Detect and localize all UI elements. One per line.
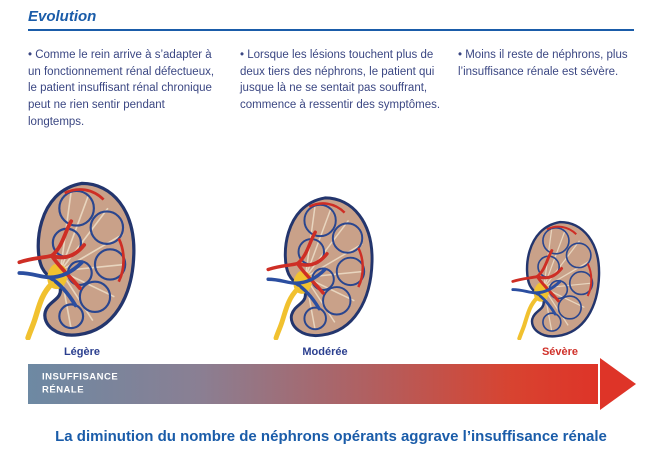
stage-label-mild: Légère	[63, 346, 101, 358]
info-text-1: • Comme le rein arrive à s’adapter à un …	[28, 49, 215, 128]
stage-label-moderate: Modérée	[302, 346, 348, 358]
stage-label-severe: Sévère	[541, 346, 579, 358]
arrow-head-icon	[600, 358, 636, 410]
arrow-label-line2: RÉNALE	[42, 385, 85, 396]
kidney-illustration-mild	[17, 178, 147, 340]
kidney-illustration-severe	[511, 218, 609, 340]
info-column-1: • Comme le rein arrive à s’adapter à un …	[28, 47, 220, 130]
info-text-2: • Lorsque les lésions touchent plus de d…	[240, 49, 441, 112]
arrow-label-line1: INSUFFISANCE	[42, 371, 119, 383]
kidney-figure-moderate: Modérée	[255, 193, 395, 358]
severity-arrow: INSUFFISANCE RÉNALE	[28, 358, 636, 410]
info-text-3: • Moins il reste de néphrons, plus l’ins…	[458, 49, 628, 78]
kidney-figure-severe: Sévère	[495, 218, 625, 358]
info-column-2: • Lorsque les lésions touchent plus de d…	[240, 47, 446, 114]
title-divider	[28, 29, 634, 31]
kidney-figure-mild: Légère	[12, 178, 152, 358]
page-title: Evolution	[28, 8, 97, 25]
conclusion-text: La diminution du nombre de néphrons opér…	[55, 428, 607, 445]
severity-gradient-bar: INSUFFISANCE RÉNALE	[28, 364, 598, 404]
info-column-3: • Moins il reste de néphrons, plus l’ins…	[458, 47, 644, 80]
arrow-label: INSUFFISANCE RÉNALE	[42, 371, 118, 398]
kidney-stages: Légère Modérée Sévère	[0, 165, 662, 358]
kidney-illustration-moderate	[266, 193, 384, 340]
